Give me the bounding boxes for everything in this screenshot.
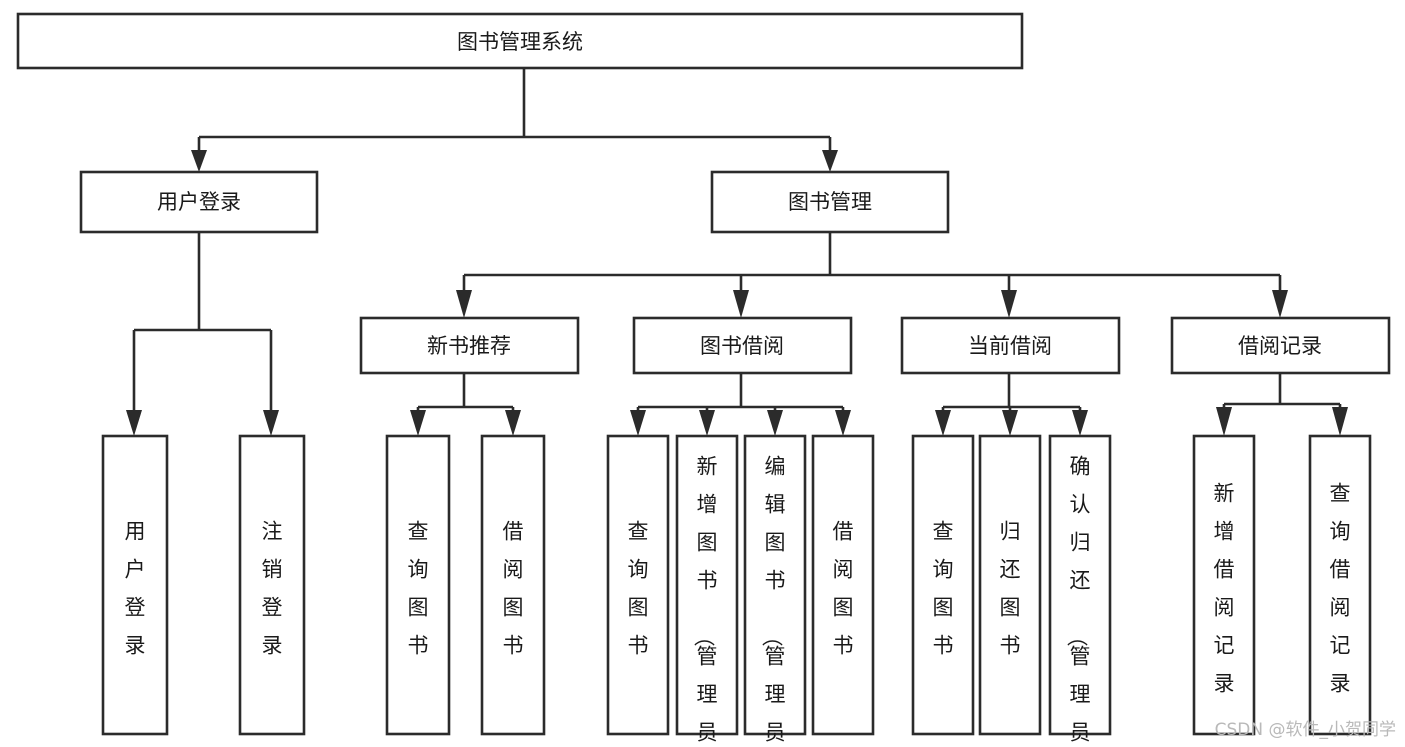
- arrow-head-leaf-query-book-2: [630, 410, 646, 436]
- node-new-book-rec-label: 新书推荐: [427, 334, 511, 358]
- node-root-box[interactable]: [16, 12, 1024, 70]
- node-leaf-return-book-box[interactable]: [978, 434, 1042, 736]
- arrow-head-leaf-add-book: [699, 410, 715, 436]
- node-leaf-query-record[interactable]: 查询借阅记录: [1308, 434, 1372, 736]
- node-leaf-borrow-book-2[interactable]: 借阅图书: [811, 434, 875, 736]
- node-leaf-add-book-box[interactable]: [675, 434, 739, 736]
- node-leaf-borrow-book-2-label: 借阅图书: [833, 520, 854, 658]
- node-user-login-label: 用户登录: [157, 190, 241, 214]
- arrow-head-user-login: [191, 150, 207, 172]
- node-leaf-add-book[interactable]: 新增图书（管理员）: [675, 434, 739, 747]
- node-leaf-confirm-return-box[interactable]: [1048, 434, 1112, 736]
- node-leaf-logout-box[interactable]: [238, 434, 306, 736]
- node-leaf-query-book-1[interactable]: 查询图书: [385, 434, 451, 736]
- node-leaf-confirm-return[interactable]: 确认归还（管理员）: [1048, 434, 1112, 747]
- node-leaf-add-record[interactable]: 新增借阅记录: [1192, 434, 1256, 736]
- node-root-label: 图书管理系统: [457, 30, 583, 54]
- node-book-manage-label: 图书管理: [788, 190, 872, 214]
- node-book-manage[interactable]: 图书管理: [710, 170, 950, 234]
- node-leaf-logout[interactable]: 注销登录: [238, 434, 306, 736]
- node-leaf-query-record-label: 查询借阅记录: [1330, 482, 1351, 696]
- node-current-borrow[interactable]: 当前借阅: [900, 316, 1121, 375]
- node-book-borrow-box[interactable]: [632, 316, 853, 375]
- node-borrow-record-box[interactable]: [1170, 316, 1391, 375]
- node-leaf-query-book-1-box[interactable]: [385, 434, 451, 736]
- node-book-borrow[interactable]: 图书借阅: [632, 316, 853, 375]
- arrow-head-new-book-rec: [456, 290, 472, 318]
- arrow-head-borrow-record: [1272, 290, 1288, 318]
- arrow-head-book-manage: [822, 150, 838, 172]
- node-new-book-rec[interactable]: 新书推荐: [359, 316, 580, 375]
- node-leaf-query-book-2-box[interactable]: [606, 434, 670, 736]
- arrow-head-leaf-borrow-book-2: [835, 410, 851, 436]
- node-book-borrow-label: 图书借阅: [700, 334, 784, 358]
- node-leaf-return-book-label: 归还图书: [1000, 520, 1021, 658]
- node-root[interactable]: 图书管理系统: [16, 12, 1024, 70]
- connector-layer: [126, 68, 1348, 436]
- node-leaf-logout-label: 注销登录: [262, 520, 283, 658]
- node-leaf-query-record-box[interactable]: [1308, 434, 1372, 736]
- arrow-head-leaf-confirm-return: [1072, 410, 1088, 436]
- arrow-head-leaf-query-record: [1332, 407, 1348, 436]
- node-leaf-edit-book-box[interactable]: [743, 434, 807, 736]
- node-leaf-borrow-book-1-label: 借阅图书: [503, 520, 524, 658]
- node-leaf-query-book-3-box[interactable]: [911, 434, 975, 736]
- node-user-login-box[interactable]: [79, 170, 319, 234]
- node-leaf-borrow-book-2-box[interactable]: [811, 434, 875, 736]
- node-leaf-return-book[interactable]: 归还图书: [978, 434, 1042, 736]
- arrow-head-leaf-query-book-1: [410, 410, 426, 436]
- node-book-manage-box[interactable]: [710, 170, 950, 234]
- arrow-head-leaf-add-record: [1216, 407, 1232, 436]
- arrow-head-leaf-edit-book: [767, 410, 783, 436]
- arrow-head-leaf-return-book: [1002, 410, 1018, 436]
- node-leaf-query-book-3[interactable]: 查询图书: [911, 434, 975, 736]
- node-leaf-user-login-label: 用户登录: [125, 520, 146, 658]
- node-borrow-record[interactable]: 借阅记录: [1170, 316, 1391, 375]
- node-leaf-borrow-book-1-box[interactable]: [480, 434, 546, 736]
- node-new-book-rec-box[interactable]: [359, 316, 580, 375]
- arrow-head-current-borrow: [1001, 290, 1017, 318]
- node-borrow-record-label: 借阅记录: [1238, 334, 1322, 358]
- node-leaf-user-login[interactable]: 用户登录: [101, 434, 169, 736]
- node-leaf-confirm-return-label: 确认归还（管理员）: [1065, 455, 1091, 747]
- arrow-head-leaf-logout: [263, 410, 279, 436]
- node-leaf-add-record-box[interactable]: [1192, 434, 1256, 736]
- arrow-head-leaf-borrow-book-1: [505, 410, 521, 436]
- node-leaf-borrow-book-1[interactable]: 借阅图书: [480, 434, 546, 736]
- node-leaf-user-login-box[interactable]: [101, 434, 169, 736]
- node-leaf-query-book-2[interactable]: 查询图书: [606, 434, 670, 736]
- node-leaf-query-book-2-label: 查询图书: [628, 520, 649, 658]
- node-leaf-add-book-label: 新增图书（管理员）: [692, 455, 718, 747]
- arrow-head-leaf-query-book-3: [935, 410, 951, 436]
- csdn-watermark: CSDN @软件_小贺同学: [1215, 720, 1396, 740]
- node-leaf-edit-book[interactable]: 编辑图书（管理员）: [743, 434, 807, 747]
- node-leaf-query-book-3-label: 查询图书: [933, 520, 954, 658]
- arrow-head-leaf-user-login: [126, 410, 142, 436]
- node-leaf-query-book-1-label: 查询图书: [408, 520, 429, 658]
- node-current-borrow-box[interactable]: [900, 316, 1121, 375]
- node-leaf-add-record-label: 新增借阅记录: [1214, 482, 1235, 696]
- node-leaf-edit-book-label: 编辑图书（管理员）: [760, 455, 786, 747]
- node-user-login[interactable]: 用户登录: [79, 170, 319, 234]
- arrow-head-book-borrow: [733, 290, 749, 318]
- node-current-borrow-label: 当前借阅: [968, 334, 1052, 358]
